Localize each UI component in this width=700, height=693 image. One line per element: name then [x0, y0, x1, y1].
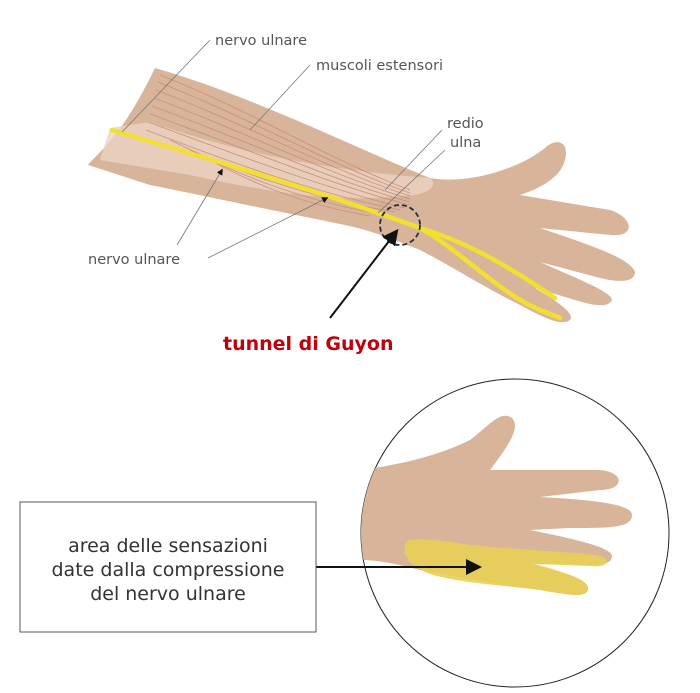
guyon-tunnel-circle — [379, 204, 421, 246]
tunnel-arrow — [329, 228, 399, 319]
label-muscles: muscoli estensori — [316, 58, 443, 74]
callout-line-1: area delle sensazioni — [68, 535, 268, 557]
ulnar-nerve-branch — [417, 225, 563, 321]
callout-line-3: del nervo ulnare — [90, 583, 246, 605]
label-nerve-bottom: nervo ulnare — [88, 252, 180, 268]
radius-ulna-area — [100, 122, 434, 199]
forearm-hand — [88, 68, 635, 323]
zoom-circle — [360, 378, 670, 688]
label-ulna: ulna — [450, 135, 481, 151]
leader-lines — [121, 39, 446, 259]
callout-box: area delle sensazioni date dalla compres… — [19, 501, 317, 633]
sensation-area — [404, 539, 607, 595]
callout-line-2: date dalla compressione — [52, 559, 285, 581]
label-radius: redio — [447, 116, 484, 132]
label-guyon-tunnel: tunnel di Guyon — [223, 333, 394, 355]
label-nerve-top: nervo ulnare — [215, 33, 307, 49]
ulnar-nerve — [109, 127, 558, 301]
